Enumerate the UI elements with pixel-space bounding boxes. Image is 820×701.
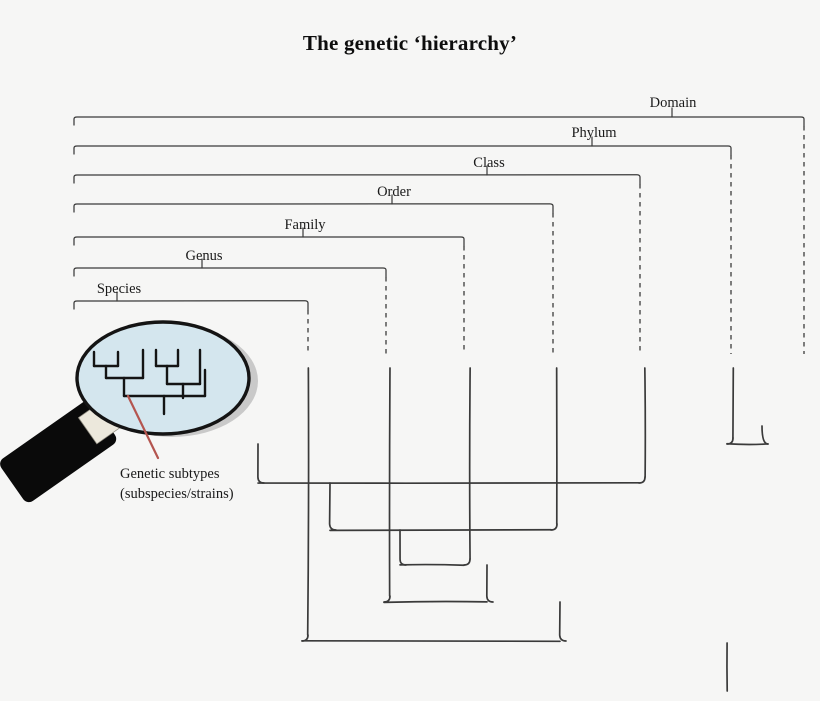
- callout-genetic-subtypes: Genetic subtypes (subspecies/strains): [120, 465, 234, 504]
- tree-join-5: [383, 600, 567, 642]
- callout-pointer-line: [126, 394, 160, 460]
- magnified-subtree: [92, 348, 207, 416]
- rank-bracket-class: [73, 165, 641, 354]
- rank-label-genus: Genus: [185, 248, 223, 264]
- tree-join-4: [399, 563, 494, 603]
- tree-tip-5: [463, 367, 471, 566]
- tree-tip-6: [383, 367, 391, 603]
- tree-tip-2: [726, 367, 735, 445]
- tree-join-2: [257, 481, 640, 531]
- tree-tip-7: [301, 367, 310, 642]
- rank-bracket-species: [73, 291, 309, 354]
- rank-bracket-order: [73, 194, 554, 354]
- page-title: The genetic ‘hierarchy’: [302, 31, 518, 55]
- rank-label-order: Order: [377, 184, 411, 200]
- rank-label-domain: Domain: [649, 95, 697, 111]
- callout-line-2: (subspecies/strains): [120, 485, 234, 502]
- rank-bracket-phylum: [73, 136, 732, 354]
- rank-label-family: Family: [284, 217, 326, 233]
- rank-label-class: Class: [473, 155, 505, 171]
- rank-bracket-family: [73, 227, 465, 354]
- cladogram-layer: [257, 367, 769, 692]
- tree-join-6: [301, 639, 561, 643]
- rank-label-species: Species: [96, 281, 142, 297]
- rank-bracket-domain: [73, 107, 805, 354]
- callout-line-1: Genetic subtypes: [120, 466, 220, 482]
- tree-join-3: [329, 528, 552, 566]
- rank-label-phylum: Phylum: [571, 125, 617, 141]
- magnifier-lens: [75, 320, 251, 436]
- magnifier-layer: [0, 320, 258, 503]
- rank-brackets-layer: [73, 107, 805, 354]
- tree-tip-3: [638, 367, 647, 484]
- rank-bracket-genus: [73, 258, 387, 354]
- tree-tip-4: [550, 367, 558, 531]
- tree-tip-1: [761, 425, 769, 445]
- tree-join-1: [257, 442, 769, 484]
